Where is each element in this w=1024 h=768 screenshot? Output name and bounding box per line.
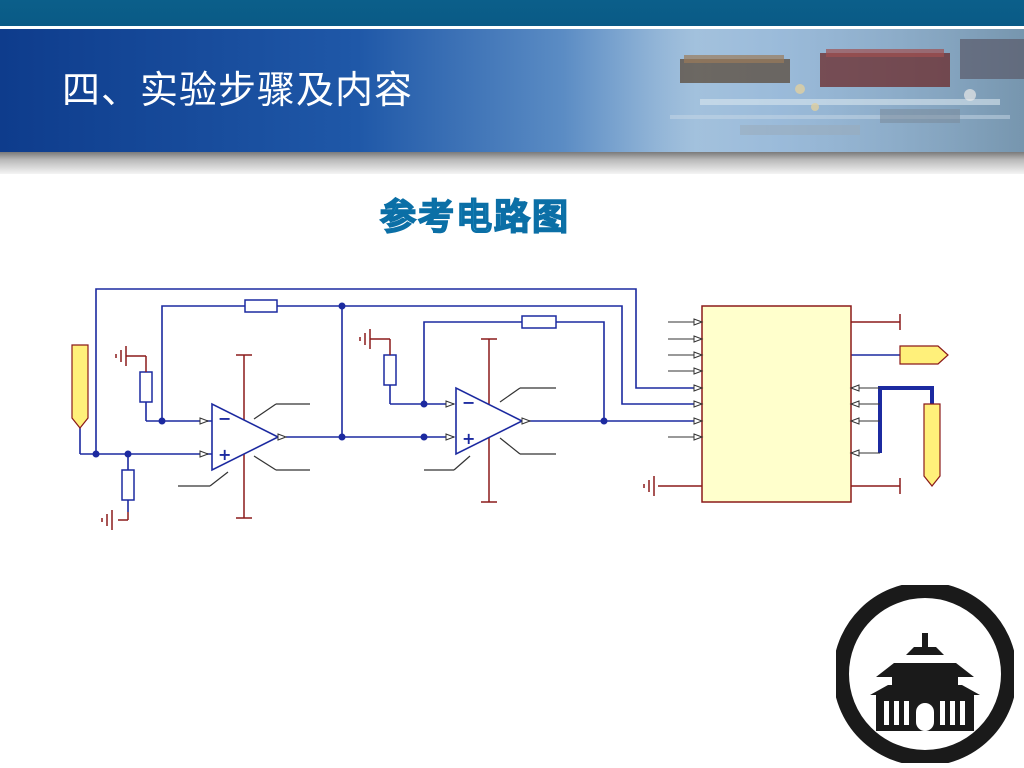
op-amp-1-minus: − <box>218 409 231 428</box>
wire-bus <box>878 386 934 404</box>
resistor <box>521 315 557 329</box>
title-banner: 四、实验步骤及内容 <box>0 29 1024 152</box>
wire-feedback-2 <box>423 321 522 404</box>
top-bar <box>0 0 1024 26</box>
wuhan-university-logo: WUHAN UNIVERSITY <box>836 585 1014 763</box>
op-amp-1-plus: + <box>218 445 231 464</box>
top-divider <box>0 26 1024 29</box>
bus-connector <box>923 403 941 487</box>
circuit-diagram: − + − + <box>71 288 949 530</box>
ic-chip <box>701 305 852 503</box>
pcb-photo-decoration <box>640 29 1024 152</box>
wire-feedback-1 <box>161 305 245 421</box>
resistor <box>244 299 278 313</box>
wire-top-loop <box>95 288 698 454</box>
input-connector <box>71 344 89 429</box>
op-amp-2: − + <box>455 386 532 456</box>
output-connector <box>899 345 949 365</box>
slide-subtitle: 参考电路图 <box>379 196 571 239</box>
op-amp-2-plus: + <box>462 429 475 448</box>
resistor <box>383 354 397 386</box>
op-amp-2-minus: − <box>462 393 475 412</box>
resistor <box>121 469 135 501</box>
slide-title: 四、实验步骤及内容 <box>62 68 414 112</box>
op-amp-1: − + <box>200 402 288 472</box>
banner-shadow <box>0 152 1024 174</box>
resistor <box>139 371 153 403</box>
